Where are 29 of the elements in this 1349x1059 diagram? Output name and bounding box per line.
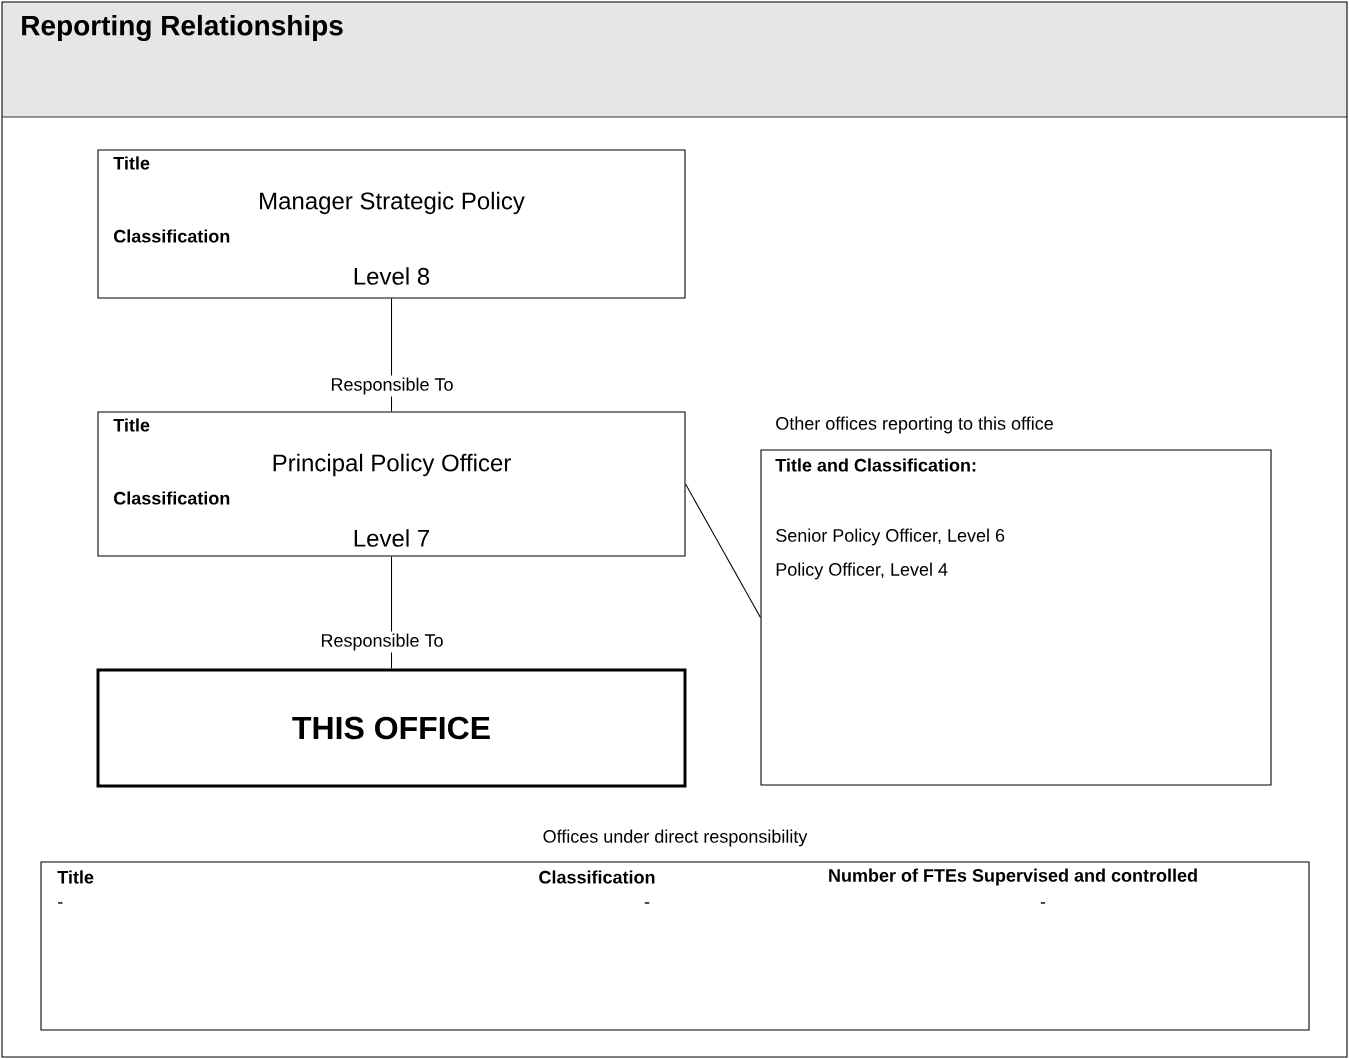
field-label: Title [113,156,150,170]
list-item: Senior Policy Officer, Level 6 [776,528,1005,546]
field-value: Level 7 [354,529,429,547]
section-caption: Offices under direct responsibility [543,829,808,847]
field-label: Classification [114,229,230,243]
table-box [40,861,1310,1031]
field-value: Level 8 [354,267,430,285]
edge-label: Responsible To [328,375,456,397]
section-caption: Other offices reporting to this office [776,416,1053,434]
field-label: Classification [114,491,230,505]
field-value: Manager Strategic Policy [260,191,525,215]
field-label: Title [113,418,150,432]
position-box [97,149,686,299]
table-cell: - [644,902,650,904]
position-box [96,668,687,788]
table-header: Title [57,870,94,884]
table-header: Number of FTEs Supervised and controlled [829,868,1197,886]
connector-line [685,483,761,619]
table-cell: - [58,902,63,904]
field-label: Title and Classification: [775,458,976,472]
table-header: Classification [539,870,655,884]
position-box [97,411,686,557]
page-title: Reporting Relationships [22,14,343,42]
field-value: Principal Policy Officer [273,453,511,477]
table-cell: - [1040,902,1046,904]
edge-label: Responsible To [318,631,446,653]
position-box [760,449,1272,786]
list-item: Policy Officer, Level 4 [776,562,948,580]
office-name: THIS OFFICE [292,716,490,740]
